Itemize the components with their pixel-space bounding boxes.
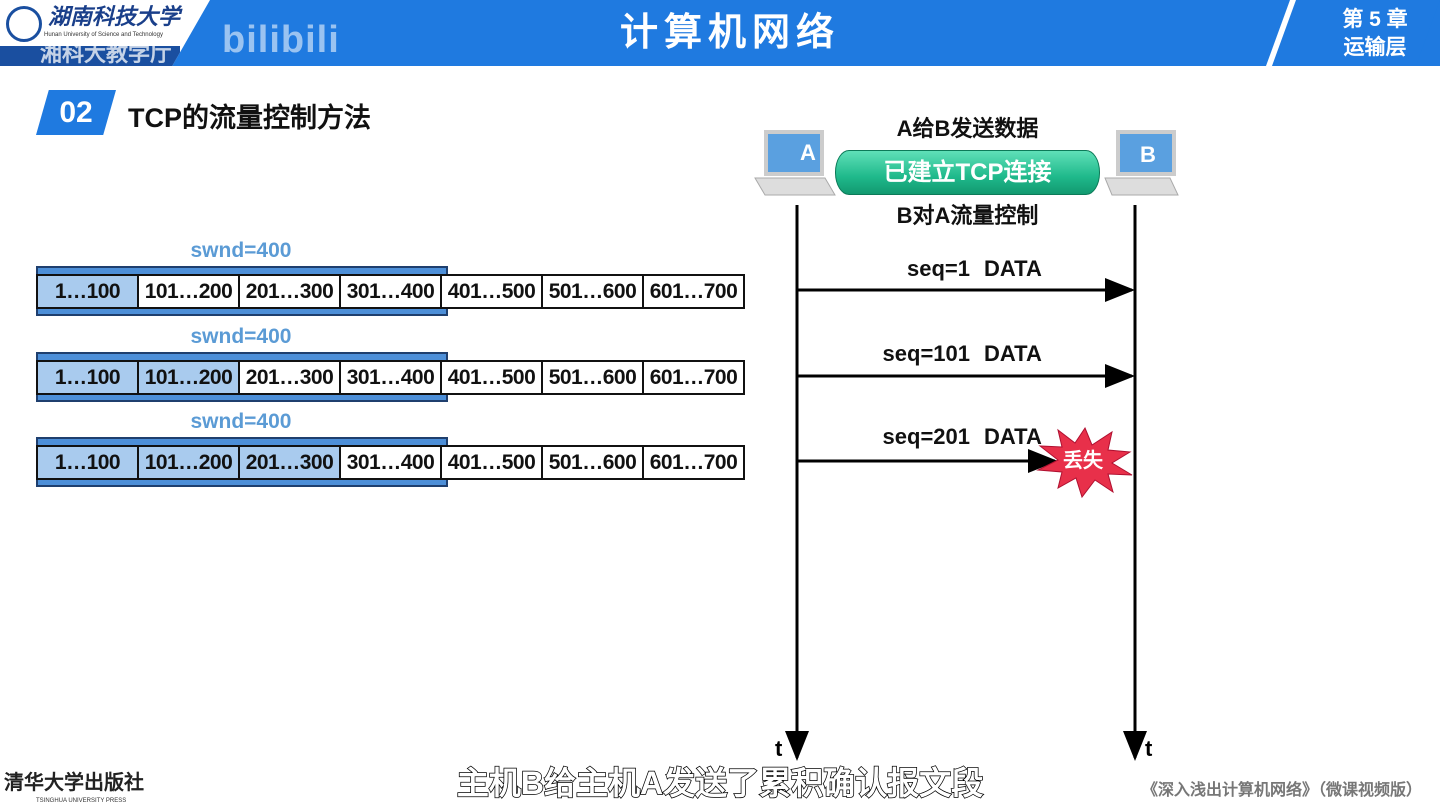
header-bar bbox=[0, 0, 1440, 66]
byte-range-cell: 501…600 bbox=[541, 274, 644, 309]
laptop-a-icon bbox=[754, 130, 836, 196]
tcp-connection-tube: 已建立TCP连接 bbox=[835, 150, 1100, 195]
byte-range-cell: 101…200 bbox=[137, 274, 240, 309]
byte-range-cell: 601…700 bbox=[642, 274, 745, 309]
byte-range-cell: 601…700 bbox=[642, 445, 745, 480]
seq-label: seq=101 bbox=[882, 341, 970, 366]
lost-burst-icon bbox=[1036, 426, 1133, 499]
host-a-label: A bbox=[800, 140, 816, 165]
data-label: DATA bbox=[984, 341, 1042, 366]
byte-range-cell: 401…500 bbox=[440, 360, 543, 395]
chapter-label: 第 5 章运输层 bbox=[1320, 6, 1430, 62]
publisher-logo: 清华大学出版社 bbox=[4, 770, 144, 794]
section-title: TCP的流量控制方法 bbox=[128, 103, 371, 133]
university-name-en: Hunan University of Science and Technolo… bbox=[44, 32, 163, 38]
publisher-en: TSINGHUA UNIVERSITY PRESS bbox=[36, 798, 127, 804]
section-number: 02 bbox=[36, 90, 116, 135]
university-name: 湖南科技大学 bbox=[48, 4, 181, 30]
time-label-a: t bbox=[775, 736, 783, 761]
bilibili-watermark: bilibili bbox=[222, 19, 340, 61]
book-title: 《深入浅出计算机网络》（微课视频版） bbox=[1141, 782, 1422, 799]
university-logo: 湖南科技大学 Hunan University of Science and T… bbox=[0, 0, 210, 66]
chapter-number: 第 5 章 bbox=[1342, 8, 1408, 31]
byte-range-cell: 401…500 bbox=[440, 445, 543, 480]
byte-range-cell: 1…100 bbox=[36, 360, 139, 395]
byte-range-cell: 1…100 bbox=[36, 274, 139, 309]
watermark: 湘科大教学厅 bbox=[40, 41, 173, 66]
video-subtitle: 主机B给主机A发送了累积确认报文段 bbox=[456, 764, 984, 802]
chapter-name: 运输层 bbox=[1343, 36, 1407, 59]
byte-range-cell: 501…600 bbox=[541, 445, 644, 480]
bottom-label: B对A流量控制 bbox=[896, 203, 1039, 228]
data-label: DATA bbox=[984, 424, 1042, 449]
top-label: A给B发送数据 bbox=[896, 116, 1039, 141]
byte-range-cell: 201…300 bbox=[238, 274, 341, 309]
host-b-label: B bbox=[1140, 142, 1156, 167]
swnd-label: swnd=400 bbox=[190, 325, 292, 348]
byte-range-cell: 301…400 bbox=[339, 360, 442, 395]
seq-label: seq=201 bbox=[882, 424, 970, 449]
byte-range-cell: 201…300 bbox=[238, 445, 341, 480]
emblem-icon bbox=[6, 6, 42, 42]
swnd-label: swnd=400 bbox=[190, 239, 292, 262]
data-label: DATA bbox=[984, 256, 1042, 281]
byte-range-cell: 101…200 bbox=[137, 360, 240, 395]
swnd-label: swnd=400 bbox=[190, 410, 292, 433]
laptop-b-icon bbox=[1104, 130, 1179, 196]
slide-title: 计算机网络 bbox=[619, 12, 840, 54]
seq-label: seq=1 bbox=[907, 256, 970, 281]
logo-strip bbox=[0, 46, 180, 66]
byte-range-cell: 501…600 bbox=[541, 360, 644, 395]
byte-range-cell: 101…200 bbox=[137, 445, 240, 480]
time-label-b: t bbox=[1145, 736, 1153, 761]
byte-range-cell: 301…400 bbox=[339, 445, 442, 480]
lost-label: 丢失 bbox=[1063, 450, 1103, 472]
byte-range-cell: 201…300 bbox=[238, 360, 341, 395]
byte-range-cell: 601…700 bbox=[642, 360, 745, 395]
